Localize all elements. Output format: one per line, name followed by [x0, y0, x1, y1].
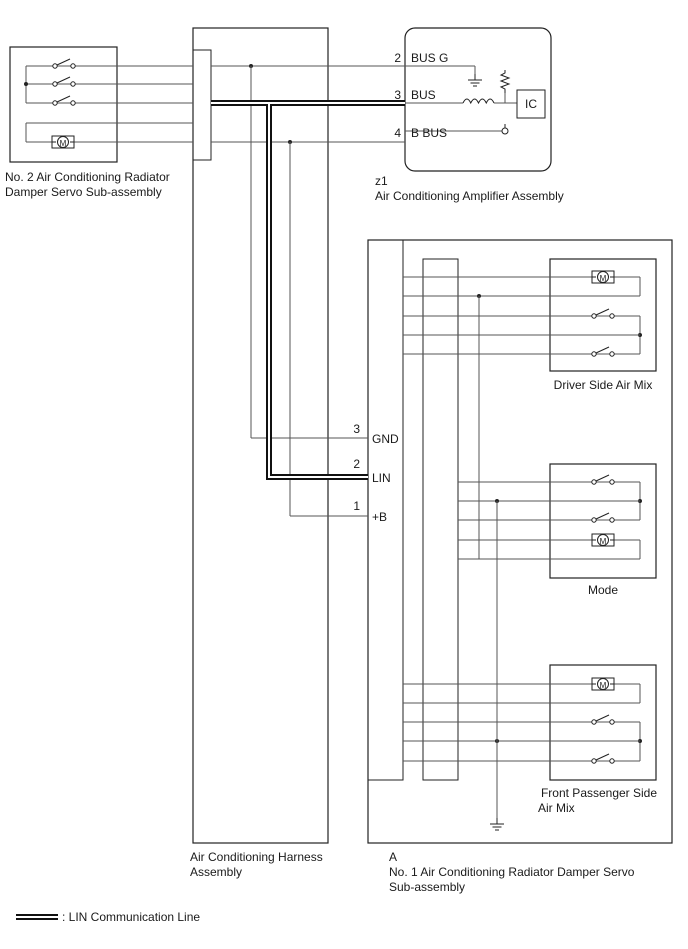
no1-pin-name-2: LIN	[372, 471, 391, 485]
inductor-icon	[462, 98, 495, 105]
switch-icon	[52, 76, 76, 87]
no1-pin-num-2: 2	[353, 457, 360, 471]
amp-pin-num-2: 3	[394, 88, 401, 102]
no2-servo-connector	[192, 49, 212, 161]
resistor-icon	[499, 70, 511, 93]
motor-icon: M	[591, 677, 615, 691]
driver-air-mix-box	[549, 258, 657, 372]
switch-icon	[591, 308, 615, 319]
switch-icon	[591, 753, 615, 764]
no1-servo-box	[367, 239, 673, 844]
no1-pin-name-1: GND	[372, 432, 399, 446]
no2-servo-wiring	[24, 65, 193, 143]
amp-pin-name-1: BUS G	[411, 51, 448, 65]
switch-icon	[591, 346, 615, 357]
amp-pin-name-3: B BUS	[411, 126, 447, 140]
no1-servo-wiring	[403, 276, 642, 818]
driver-air-mix-label: Driver Side Air Mix	[554, 378, 653, 392]
amplifier-box	[404, 27, 552, 172]
svg-text:M: M	[600, 274, 607, 283]
ground-icon	[467, 73, 483, 87]
no2-servo-label-2: Damper Servo Sub-assembly	[5, 185, 162, 199]
terminal-icon	[501, 124, 509, 135]
mode-box	[549, 463, 657, 579]
switch-icon	[52, 58, 76, 69]
switch-icon	[591, 512, 615, 523]
amplifier-internals	[405, 65, 517, 132]
no2-servo-box	[9, 46, 118, 163]
passenger-air-mix-label-1: Front Passenger Side	[541, 786, 657, 800]
harness-wires-upper	[211, 64, 405, 517]
amp-pin-name-2: BUS	[411, 88, 436, 102]
no1-pin-num-3: 1	[353, 499, 360, 513]
mode-label: Mode	[588, 583, 618, 597]
no1-pin-name-3: +B	[372, 510, 387, 524]
no1-inner-bus	[422, 258, 459, 781]
harness-label-1: Air Conditioning Harness	[190, 850, 323, 864]
switch-icon	[591, 474, 615, 485]
legend-text: : LIN Communication Line	[62, 910, 200, 924]
legend: : LIN Communication Line	[16, 910, 200, 924]
no1-servo-code: A	[389, 850, 397, 864]
motor-icon: M	[51, 135, 75, 149]
amp-pin-num-3: 4	[394, 126, 401, 140]
no1-pin-num-1: 3	[353, 422, 360, 436]
no1-servo-label-2: Sub-assembly	[389, 880, 465, 894]
switch-icon	[591, 714, 615, 725]
svg-text:M: M	[600, 681, 607, 690]
svg-text:M: M	[600, 537, 607, 546]
ground-icon	[489, 817, 505, 831]
motor-icon: M	[591, 533, 615, 547]
harness-label-2: Assembly	[190, 865, 242, 879]
motor-icon: M	[591, 270, 615, 284]
amp-pin-num-1: 2	[394, 51, 401, 65]
ic-label: IC	[525, 97, 537, 111]
passenger-air-mix-label-2: Air Mix	[538, 801, 575, 815]
lin-communication-line	[211, 100, 405, 480]
switch-icon	[52, 95, 76, 106]
no1-servo-connector	[367, 239, 404, 781]
amplifier-code: z1	[375, 174, 388, 188]
no1-servo-label-1: No. 1 Air Conditioning Radiator Damper S…	[389, 865, 635, 879]
svg-text:M: M	[60, 139, 67, 148]
amplifier-label: Air Conditioning Amplifier Assembly	[375, 189, 564, 203]
ic-chip	[516, 89, 546, 119]
harness-box	[192, 27, 329, 844]
no2-servo-label-1: No. 2 Air Conditioning Radiator	[5, 170, 170, 184]
